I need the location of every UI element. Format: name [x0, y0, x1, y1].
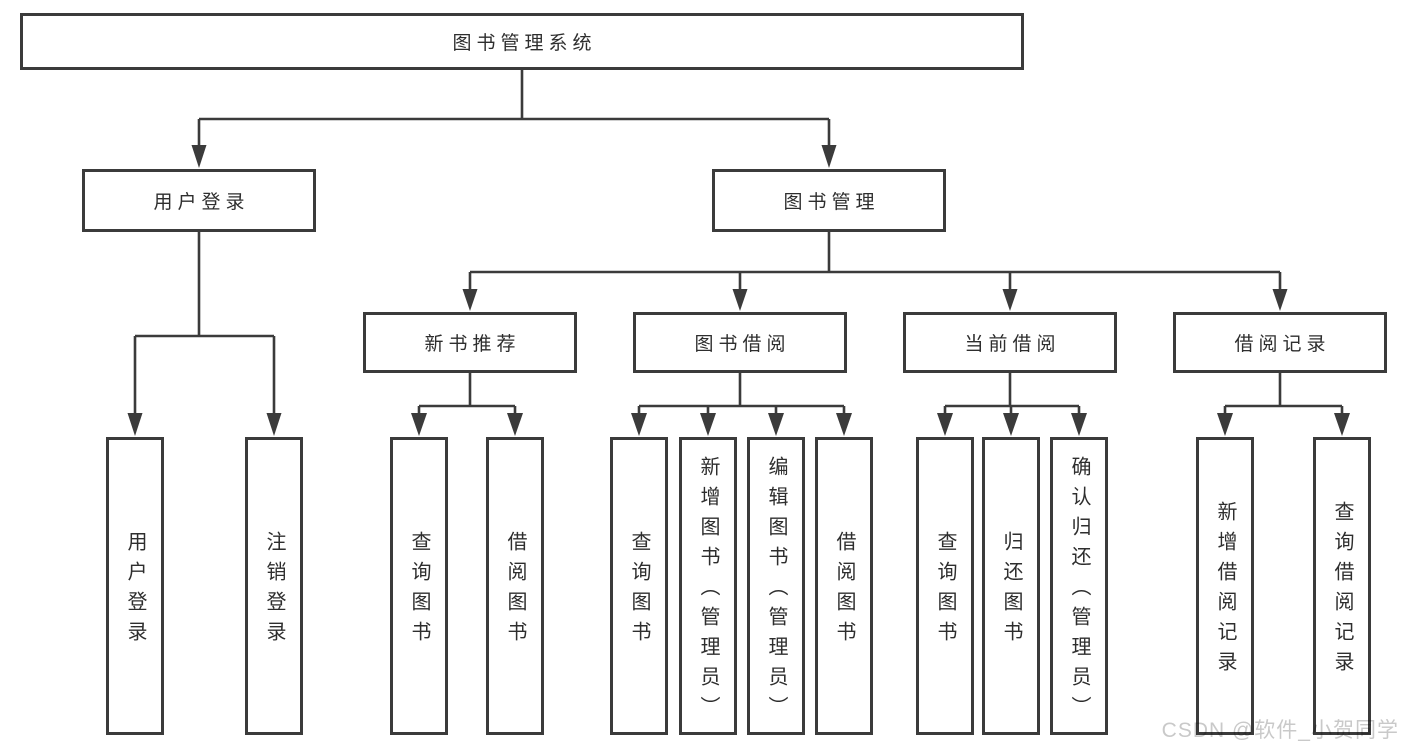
arrowhead — [1272, 289, 1288, 311]
csdn-watermark: CSDN @软件_小贺同学 — [1161, 719, 1399, 742]
arrowhead — [1003, 413, 1019, 436]
leaf-edit-books-admin: 编辑图书（管理员） — [747, 437, 805, 735]
arrowhead — [127, 413, 143, 436]
arrowhead — [266, 413, 282, 436]
tree-edges — [133, 70, 1344, 418]
arrowhead — [411, 413, 427, 436]
leaf-borrow-books-borrowing: 借阅图书 — [815, 437, 873, 735]
leaf-borrow-books-recommend: 借阅图书 — [486, 437, 544, 735]
arrowhead — [821, 145, 837, 168]
leaf-query-books-recommend: 查询图书 — [390, 437, 448, 735]
node-book-management: 图书管理 — [712, 169, 946, 232]
arrowhead — [191, 145, 207, 168]
node-book-borrowing: 图书借阅 — [633, 312, 847, 373]
arrowhead — [507, 413, 523, 436]
arrowhead — [1002, 289, 1018, 311]
arrowhead — [700, 413, 716, 436]
leaf-query-books-borrowing: 查询图书 — [610, 437, 668, 735]
node-user-login: 用户登录 — [82, 169, 316, 232]
leaf-add-books-admin: 新增图书（管理员） — [679, 437, 737, 735]
leaf-query-borrow-record: 查询借阅记录 — [1313, 437, 1371, 735]
node-new-book-recommendation: 新书推荐 — [363, 312, 577, 373]
arrowhead — [732, 289, 748, 311]
leaf-return-books: 归还图书 — [982, 437, 1040, 735]
arrowhead — [768, 413, 784, 436]
arrowhead — [1334, 413, 1350, 436]
arrowhead — [462, 289, 478, 311]
leaf-user-login: 用户登录 — [106, 437, 164, 735]
arrowhead — [631, 413, 647, 436]
leaf-add-borrow-record: 新增借阅记录 — [1196, 437, 1254, 735]
node-library-management-system: 图书管理系统 — [20, 13, 1024, 70]
node-current-borrowing: 当前借阅 — [903, 312, 1117, 373]
arrowhead — [1217, 413, 1233, 436]
leaf-logout: 注销登录 — [245, 437, 303, 735]
arrowhead — [836, 413, 852, 436]
arrowhead — [1071, 413, 1087, 436]
arrowhead-group — [127, 145, 1350, 436]
arrowhead — [937, 413, 953, 436]
leaf-query-books-current: 查询图书 — [916, 437, 974, 735]
node-borrowing-records: 借阅记录 — [1173, 312, 1387, 373]
leaf-confirm-return-admin: 确认归还（管理员） — [1050, 437, 1108, 735]
